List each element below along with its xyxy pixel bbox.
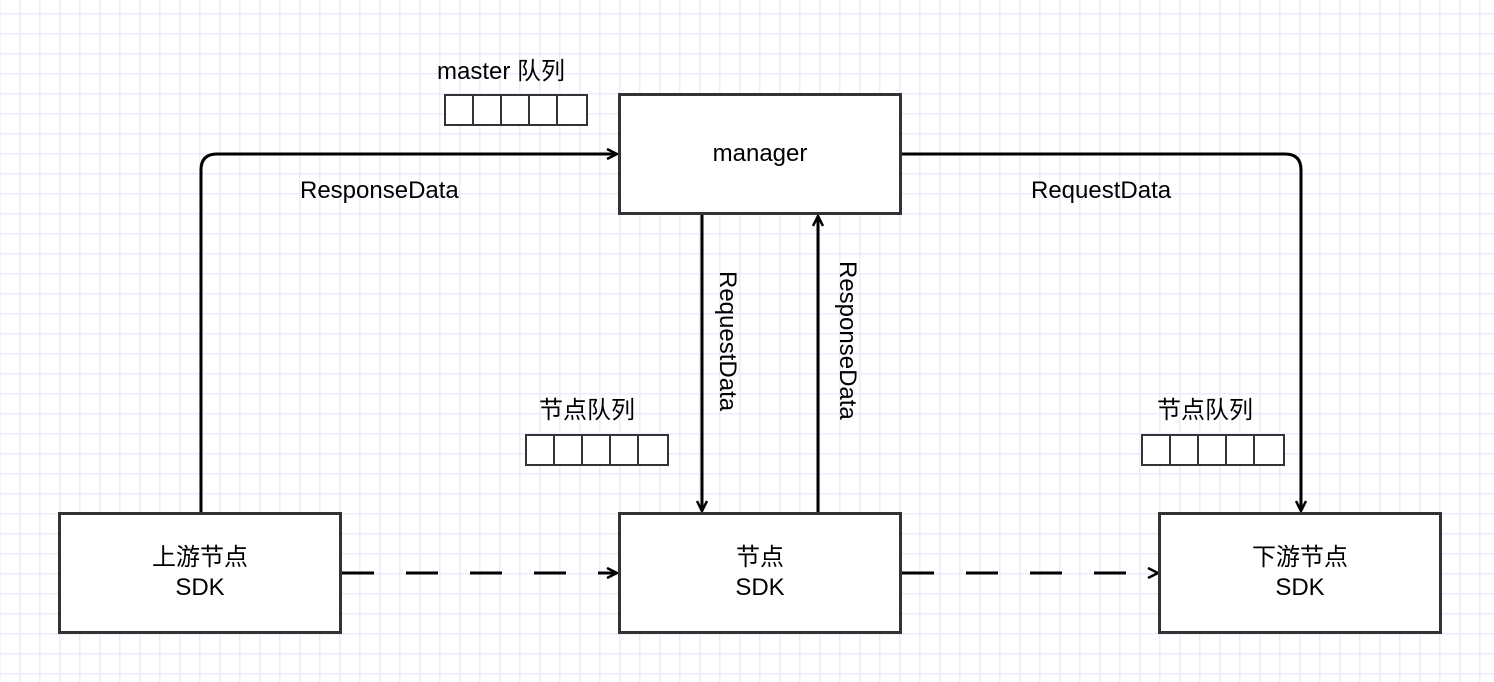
node-queue[interactable] [525, 434, 669, 466]
node-sdk-label: SDK [735, 574, 785, 601]
node-sdk-node[interactable]: 节点 SDK [618, 512, 902, 634]
edge-label-downstream-request: RequestData [1031, 177, 1172, 204]
manager-node[interactable]: manager [618, 93, 902, 215]
queue-cell [583, 436, 611, 464]
queue-cell [527, 436, 555, 464]
queue-cell [1199, 436, 1227, 464]
downstream-queue[interactable] [1141, 434, 1285, 466]
queue-cell [611, 436, 639, 464]
downstream-node-label: 下游节点 [1252, 544, 1348, 571]
edge-upstream-to-manager[interactable] [199, 154, 617, 513]
queue-cell [555, 436, 583, 464]
queue-cell [1171, 436, 1199, 464]
node-label: 节点 [736, 544, 784, 571]
downstream-queue-label: 节点队列 [1157, 397, 1253, 424]
upstream-sdk-node[interactable]: 上游节点 SDK [58, 512, 342, 634]
downstream-sdk-label: SDK [1275, 574, 1325, 601]
edge-label-node-response: ResponseData [834, 261, 861, 420]
manager-label: manager [712, 140, 808, 167]
edge-label-node-request: RequestData [714, 271, 741, 412]
edge-manager-to-downstream[interactable] [900, 152, 1301, 511]
queue-cell [1255, 436, 1283, 464]
queue-cell [474, 96, 502, 124]
queue-cell [558, 96, 586, 124]
queue-cell [639, 436, 667, 464]
downstream-sdk-node[interactable]: 下游节点 SDK [1158, 512, 1442, 634]
queue-cell [1143, 436, 1171, 464]
upstream-node-label: 上游节点 [152, 544, 248, 571]
queue-cell [1227, 436, 1255, 464]
master-queue[interactable] [444, 94, 588, 126]
master-queue-label: master 队列 [437, 58, 566, 85]
queue-cell [530, 96, 558, 124]
queue-cell [502, 96, 530, 124]
node-queue-label: 节点队列 [539, 397, 635, 424]
upstream-sdk-label: SDK [175, 574, 225, 601]
queue-cell [446, 96, 474, 124]
edge-label-upstream-response: ResponseData [300, 177, 459, 204]
